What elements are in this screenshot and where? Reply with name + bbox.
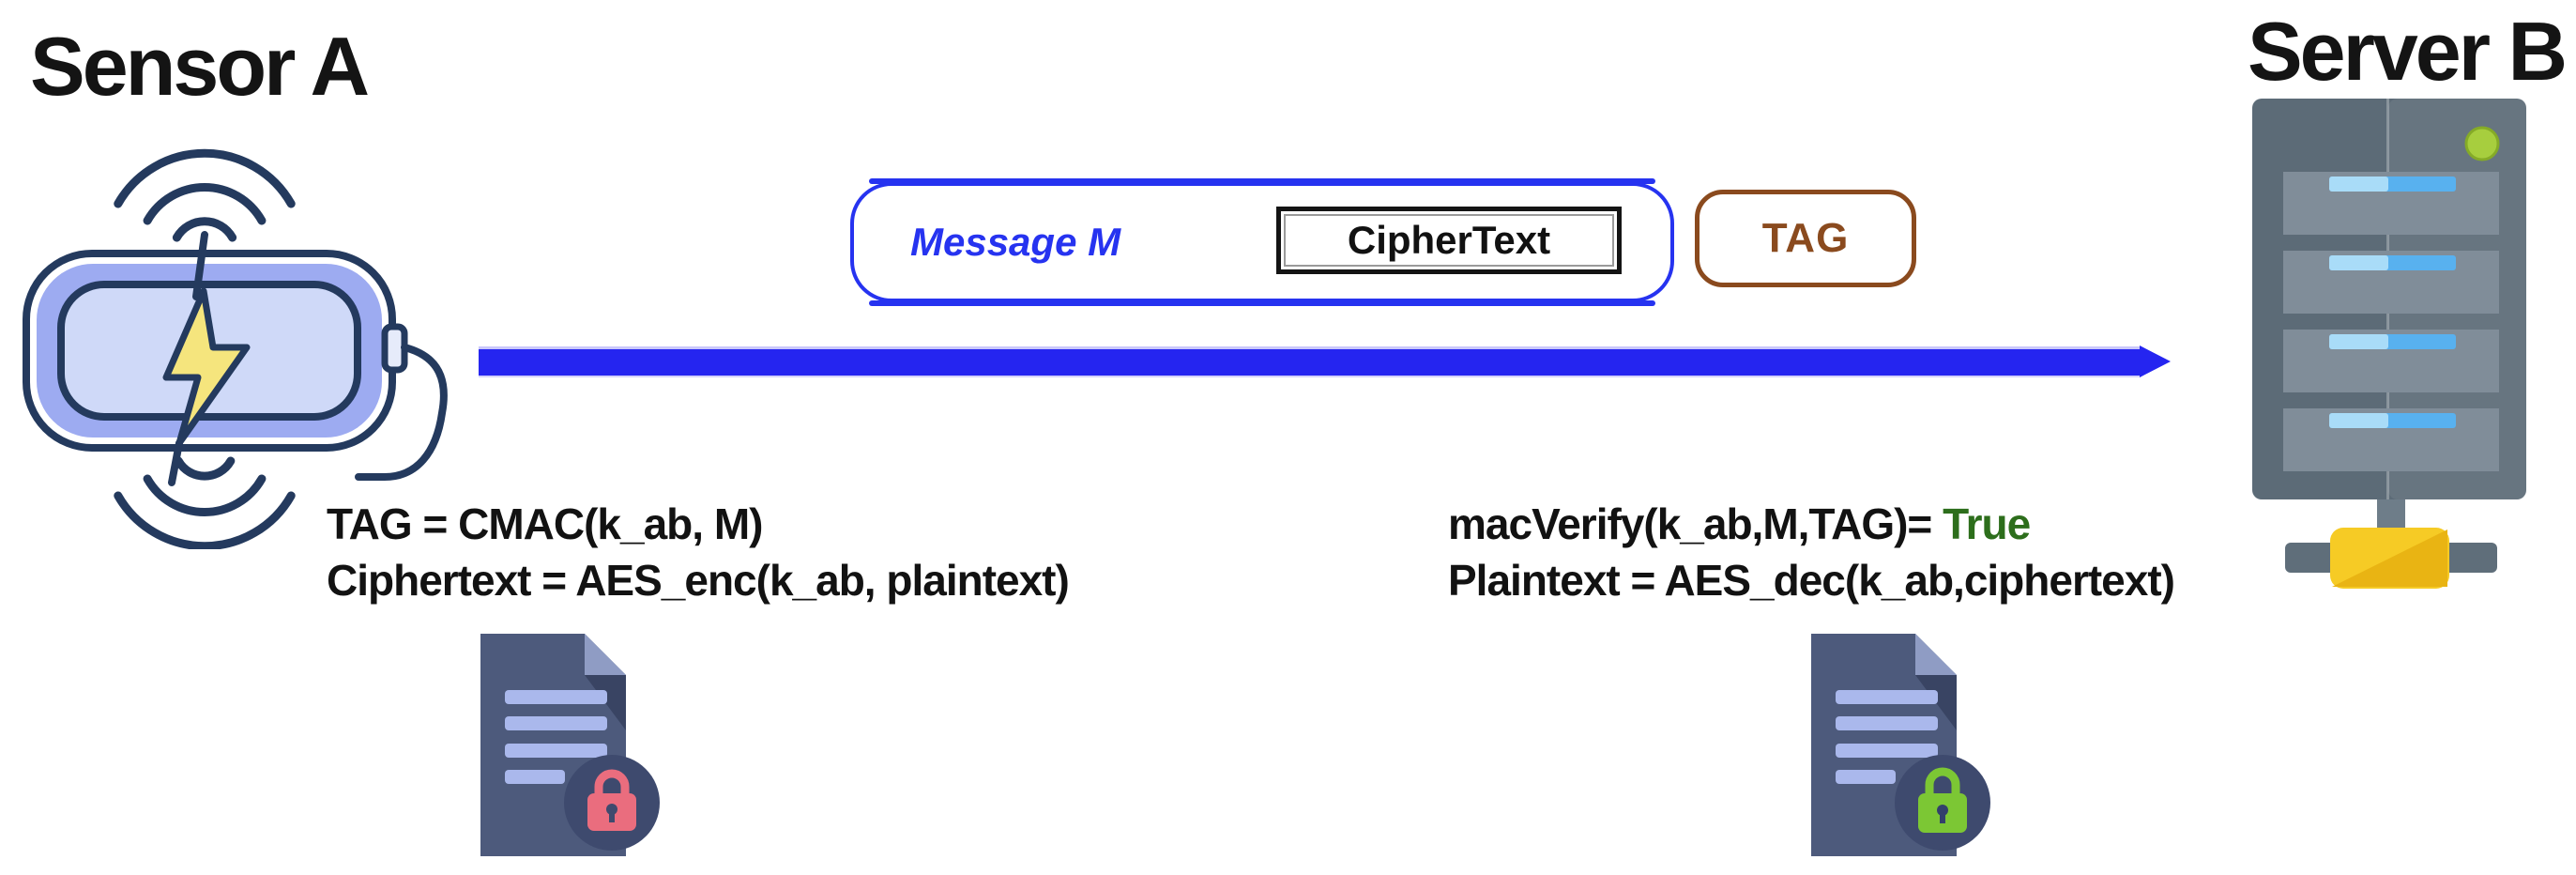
lock-badge xyxy=(564,755,660,851)
encrypted-document-icon xyxy=(480,634,660,856)
sensor-icon xyxy=(23,148,448,549)
drive-activity-bars xyxy=(2329,177,2456,428)
network-hub xyxy=(2285,499,2497,589)
receiver-computation-line-2: Plaintext = AES_dec(k_ab,ciphertext) xyxy=(1448,556,2175,605)
receiver-computations: macVerify(k_ab,M,TAG)= True Plaintext = … xyxy=(1448,496,2175,608)
red-padlock-icon xyxy=(587,769,636,831)
server-icon xyxy=(2252,99,2526,589)
document-text-lines xyxy=(505,690,607,784)
message-label: Message M xyxy=(910,220,1121,264)
sender-computation-line-2: Ciphertext = AES_enc(k_ab, plaintext) xyxy=(327,556,1070,605)
receiver-computation-line-1: macVerify(k_ab,M,TAG)= True xyxy=(1448,496,2174,552)
ciphertext-box: CipherText xyxy=(1276,207,1622,274)
sender-computation-line-1: TAG = CMAC(k_ab, M) xyxy=(327,499,763,548)
ciphertext-label: CipherText xyxy=(1347,218,1551,262)
power-cable xyxy=(355,344,448,481)
wifi-waves-top-icon xyxy=(114,148,296,242)
verify-result: True xyxy=(1943,499,2031,548)
sender-computations: TAG = CMAC(k_ab, M) Ciphertext = AES_enc… xyxy=(327,496,1070,608)
wifi-waves-bottom-icon xyxy=(114,456,296,549)
status-led xyxy=(2464,126,2500,161)
document-body xyxy=(1811,634,1957,856)
server-b-label: Server B xyxy=(2247,5,2568,98)
drive-bays xyxy=(2283,172,2499,471)
green-padlock-icon xyxy=(1918,767,1967,833)
tag-label: TAG xyxy=(1761,215,1850,261)
arrow-head-icon xyxy=(2140,345,2171,377)
sensor-a-label: Sensor A xyxy=(30,20,370,113)
verify-expression: macVerify(k_ab,M,TAG)= xyxy=(1448,499,1943,548)
transmission-arrow xyxy=(479,346,2141,377)
decrypted-document-icon xyxy=(1811,634,1990,856)
lock-badge xyxy=(1895,755,1990,851)
tag-box: TAG xyxy=(1695,190,1916,287)
message-box: Message M CipherText xyxy=(850,178,1674,306)
document-text-lines xyxy=(1836,690,1938,784)
